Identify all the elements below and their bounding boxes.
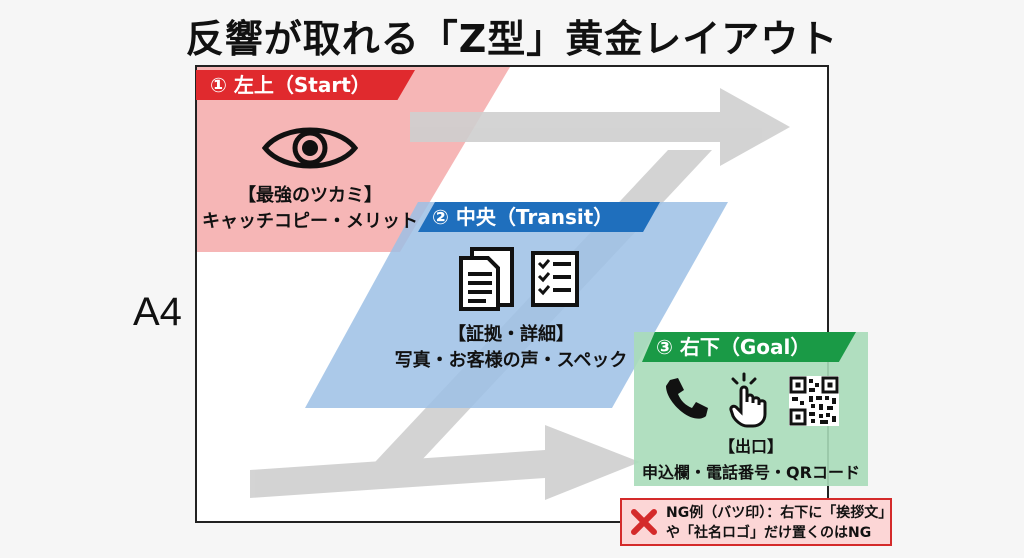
tap-hand-icon (729, 372, 767, 428)
goal-caption-detail: 申込欄・電話番号・QRコード (642, 463, 860, 482)
goal-label: ③ 右下（Goal） (642, 332, 856, 362)
transit-caption: 【証拠・詳細】 写真・お客様の声・スペック (380, 322, 642, 374)
eye-icon (262, 127, 358, 169)
ng-note-box: NG例（バツ印）：右下に「挨拶文」 や「社名ロゴ」だけ置くのはNG (620, 498, 892, 546)
transit-caption-heading: 【証拠・詳細】 (448, 324, 574, 345)
start-caption: 【最強のツカミ】 キャッチコピー・メリット (196, 183, 424, 235)
checklist-icon (531, 251, 579, 307)
start-label: ① 左上（Start） (196, 70, 415, 100)
start-caption-detail: キャッチコピー・メリット (202, 211, 418, 232)
phone-icon (666, 378, 708, 419)
top-arrow (410, 88, 790, 166)
documents-icon (459, 247, 514, 311)
page-title: 反響が取れる「Z型」黄金レイアウト (185, 17, 839, 61)
a4-label: A4 (133, 290, 182, 334)
goal-caption-heading: 【出口】 (718, 437, 783, 456)
bottom-arrow (250, 425, 640, 500)
transit-label: ② 中央（Transit） (418, 202, 660, 232)
transit-zone (305, 202, 728, 408)
cross-icon (631, 509, 657, 535)
ng-note-text: NG例（バツ印）：右下に「挨拶文」 や「社名ロゴ」だけ置くのはNG (666, 503, 892, 543)
goal-caption: 【出口】 申込欄・電話番号・QRコード (634, 434, 868, 486)
ng-note-line-1: NG例（バツ印）：右下に「挨拶文」 (666, 505, 893, 521)
qr-code-icon (789, 376, 839, 426)
ng-note-line-2: や「社名ロゴ」だけ置くのはNG (666, 525, 872, 541)
transit-caption-detail: 写真・お客様の声・スペック (394, 350, 628, 371)
start-caption-heading: 【最強のツカミ】 (238, 185, 382, 206)
